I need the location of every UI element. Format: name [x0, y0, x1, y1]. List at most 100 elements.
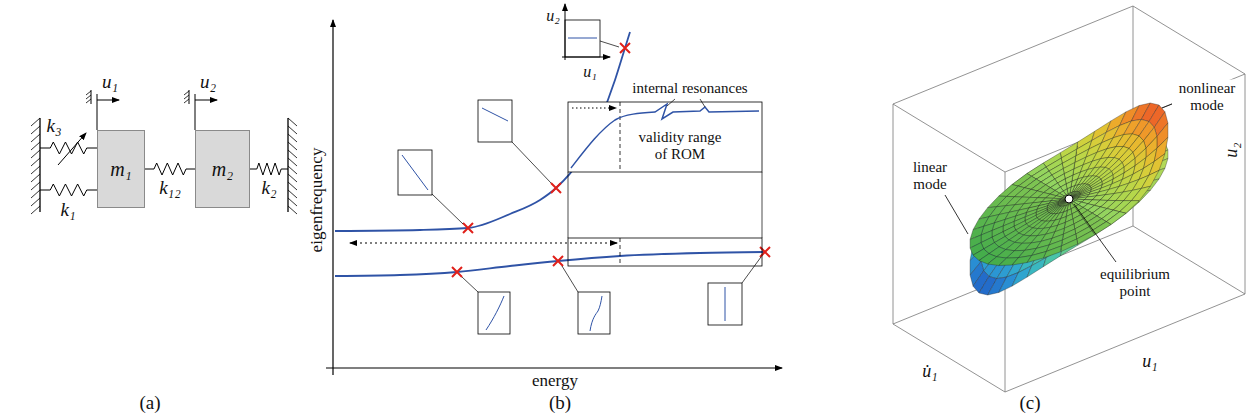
leader-line — [562, 266, 578, 292]
mode-shape — [725, 287, 726, 321]
mode-inset — [578, 292, 610, 334]
surface-patch — [1077, 231, 1095, 245]
wall-hatch — [288, 198, 297, 206]
spring-k1 — [40, 184, 97, 196]
spring-label: k₁₂ — [159, 178, 181, 199]
displacement-arrow — [97, 100, 119, 101]
axis-label: energy — [532, 372, 578, 391]
zoom-inset — [568, 102, 762, 172]
wall-hatch — [31, 190, 40, 198]
wall-hatch — [288, 166, 297, 174]
sample-cross — [760, 247, 770, 257]
displacement-line — [195, 94, 196, 130]
mass-block: m₂ — [195, 130, 250, 208]
validity-limit — [620, 238, 621, 266]
mode-shape — [590, 296, 602, 331]
wall-hatch — [288, 182, 297, 190]
axis-label: u₂ — [1222, 142, 1242, 157]
wall-hatch — [31, 150, 40, 158]
ground-hatch — [184, 91, 189, 95]
mode-inset — [478, 292, 510, 334]
leader-line — [600, 41, 619, 47]
validity-range-arrow — [350, 242, 617, 243]
wall-hatch — [31, 198, 40, 206]
leader-line — [512, 142, 551, 183]
wall-hatch — [288, 206, 297, 214]
panel-label: (a) — [139, 393, 160, 414]
spring-label: k₂ — [261, 178, 276, 199]
panel-b — [326, 4, 782, 375]
box-edge — [1133, 6, 1245, 74]
surface-patch — [1027, 252, 1046, 263]
inset-axis-label: u₁ — [583, 63, 597, 81]
wall-hatch — [288, 174, 297, 182]
annotation: internal resonances — [632, 80, 747, 97]
box-edge — [893, 324, 1005, 392]
inset-axis — [565, 4, 566, 60]
surface-patch — [1060, 240, 1077, 256]
displacement-arrow — [195, 100, 217, 101]
zoomed-curve — [571, 104, 759, 168]
panel-label: (b) — [549, 393, 571, 414]
wall-hatch — [31, 174, 40, 182]
leader-line — [462, 277, 478, 292]
leader-line — [742, 257, 761, 283]
surface-patch — [1106, 212, 1126, 225]
annotation: validity range of ROM — [631, 129, 729, 162]
ground-hatch — [184, 95, 189, 99]
mode-inset — [398, 150, 432, 195]
box-edge — [893, 6, 1133, 104]
spring-k2 — [250, 163, 288, 175]
wall-hatch — [288, 126, 297, 134]
leader-line — [667, 99, 705, 107]
spring-k3 — [40, 142, 97, 154]
sample-cross — [551, 183, 561, 193]
wall-hatch — [31, 158, 40, 166]
wall-hatch — [288, 118, 297, 126]
box-edge — [1245, 74, 1246, 294]
validity-pointer — [572, 108, 616, 109]
mode-inset — [478, 100, 512, 142]
leader-line — [945, 195, 968, 234]
spring-label: k₁ — [60, 200, 75, 221]
axis-label: u̇₁ — [922, 362, 937, 382]
coupling-spring — [145, 163, 195, 175]
box-edge — [1005, 294, 1245, 392]
mode-shape — [402, 155, 428, 190]
wall-hatch — [288, 142, 297, 150]
box-edge — [1005, 74, 1245, 172]
inset-axis — [562, 57, 610, 58]
axis-label: eigenfrequency — [308, 148, 327, 253]
surface-patch — [1120, 201, 1140, 214]
wall-hatch — [288, 134, 297, 142]
ground-hatch — [86, 95, 91, 99]
surface-patch — [1060, 239, 1077, 252]
mass-label: m₂ — [212, 158, 233, 180]
wall-hatch — [288, 190, 297, 198]
nonlinearity-arrow — [58, 133, 86, 165]
surface-patch — [1120, 202, 1140, 214]
mode-shape — [486, 296, 504, 330]
leader-line — [1074, 204, 1116, 262]
wall-hatch — [31, 206, 40, 214]
wall-hatch — [31, 166, 40, 174]
panel-a — [31, 90, 297, 214]
surface-patch — [1141, 170, 1159, 188]
mode-inset — [708, 283, 742, 325]
leader-line — [1162, 104, 1172, 108]
annotation: equilibrium point — [1091, 266, 1179, 299]
wall-hatch — [31, 118, 40, 126]
sample-cross — [452, 267, 462, 277]
leader-line — [432, 194, 463, 224]
panel-label: (c) — [1019, 393, 1040, 414]
inset-axis-label: u₂ — [546, 7, 560, 25]
mode-shape — [568, 38, 597, 39]
surface-patch — [1077, 231, 1095, 244]
equilibrium-dot — [1065, 195, 1073, 203]
annotation: nonlinear mode — [1172, 80, 1242, 113]
x-axis — [326, 367, 782, 368]
ground-hatch — [86, 99, 91, 103]
